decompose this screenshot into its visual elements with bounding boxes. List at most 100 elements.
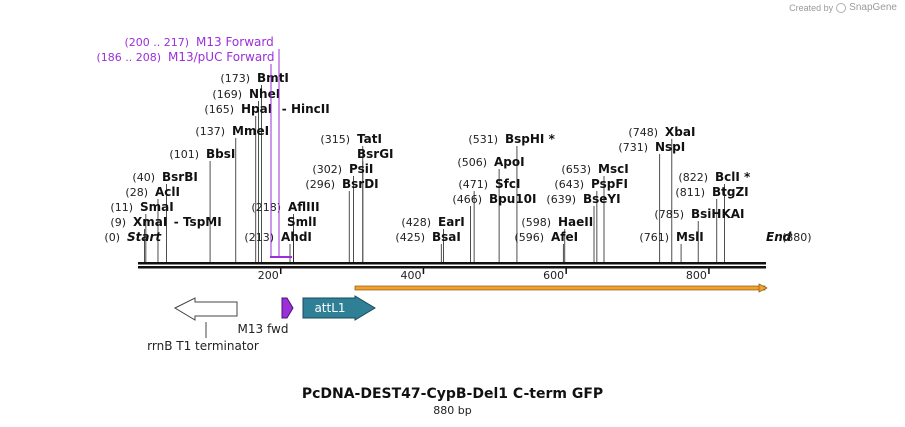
- site-name: Start: [127, 230, 162, 244]
- site-name: BmtI: [257, 71, 289, 85]
- primer-annotations: (200 .. 217)M13 Forward(186 .. 208) M13/p…: [96, 35, 292, 258]
- site-name: MscI: [598, 162, 629, 176]
- site-name: PsiI: [349, 162, 373, 176]
- snapgene-logo-icon: [836, 2, 847, 13]
- site-bsai[interactable]: (425)BsaI: [395, 230, 461, 262]
- site-position: (653): [561, 163, 591, 176]
- orf-arrowhead-icon: [758, 283, 768, 293]
- attl1-feature[interactable]: [302, 295, 376, 321]
- site-pspfi[interactable]: (643) PspFI: [554, 177, 628, 262]
- site-nhei[interactable]: (169)NheI: [212, 87, 280, 262]
- site-alt-name: - TspMI: [174, 215, 222, 229]
- primer-range: (186 .. 208): [96, 51, 161, 64]
- site-name: HpaI: [241, 102, 272, 116]
- site-ahdi[interactable]: (213) AhdI: [244, 230, 312, 262]
- site-bsihkai[interactable]: (785)BsiHKAI: [654, 207, 745, 262]
- site-position: (428): [401, 216, 431, 229]
- site-eari[interactable]: (428) EarI: [401, 215, 465, 262]
- site-position: (40): [132, 171, 155, 184]
- site-name: ApoI: [494, 155, 525, 169]
- site-name: BtgZI: [712, 185, 749, 199]
- site-name: PspFI: [591, 177, 628, 191]
- site-name: TatI: [357, 132, 382, 146]
- site-bsrbi[interactable]: (40) BsrBI: [132, 170, 198, 262]
- site-position: (506): [457, 156, 487, 169]
- site-name: AhdI: [281, 230, 312, 244]
- site-position: (596): [514, 231, 544, 244]
- site-start[interactable]: (0) Start: [104, 230, 162, 244]
- site-position: (0): [104, 231, 120, 244]
- site-end-pos[interactable]: (880): [782, 231, 812, 244]
- site-position: (639): [546, 193, 576, 206]
- site-xbai[interactable]: (748)XbaI: [628, 125, 695, 262]
- site-name: BsrDI: [342, 177, 379, 191]
- site-position: (643): [554, 178, 584, 191]
- site-position: (822): [678, 171, 708, 184]
- m13-fwd-label: M13 fwd: [238, 322, 289, 336]
- site-smli[interactable]: SmlI: [287, 215, 317, 262]
- site-name: BsrBI: [162, 170, 198, 184]
- site-acli[interactable]: (28)AclI: [125, 185, 180, 262]
- site-name: NspI: [655, 140, 685, 154]
- site-smai[interactable]: (11)SmaI: [110, 200, 174, 262]
- credit-prefix: Created by: [789, 2, 834, 13]
- credit-brand: SnapGene: [849, 2, 897, 13]
- backbone-top-strand: [138, 262, 766, 265]
- site-name: EarI: [438, 215, 465, 229]
- site-position: (213): [244, 231, 274, 244]
- site-name: MmeI: [232, 124, 269, 138]
- site-bmti[interactable]: (173)BmtI: [220, 71, 289, 262]
- site-position: (101): [169, 148, 199, 161]
- site-bsrgi[interactable]: BsrGI: [357, 147, 394, 262]
- site-xmai[interactable]: (9)XmaI- TspMI: [110, 215, 222, 262]
- site-name: BseYI: [583, 192, 621, 206]
- site-name: HaeII: [558, 215, 593, 229]
- rrnb-t1-terminator-feature[interactable]: [173, 297, 238, 321]
- site-position: (315): [320, 133, 350, 146]
- site-msli[interactable]: (761)MslI: [639, 230, 704, 262]
- site-alt-name: - HincII: [282, 102, 330, 116]
- primer-m13-forward[interactable]: (200 .. 217)M13 Forward: [124, 35, 280, 256]
- site-name: End: [766, 230, 792, 244]
- site-tati[interactable]: (315) TatI: [320, 132, 382, 262]
- site-bcli[interactable]: (822)BclI *: [678, 170, 751, 262]
- site-name: SfcI: [495, 177, 520, 191]
- site-name: BsrGI: [357, 147, 394, 161]
- primer-name: M13/pUC Forward: [168, 50, 275, 64]
- m13-fwd-feature[interactable]: [281, 297, 294, 319]
- site-position: (466): [452, 193, 482, 206]
- site-position: (761): [639, 231, 669, 244]
- site-msci[interactable]: (653) MscI: [561, 162, 629, 262]
- site-psii[interactable]: (302)PsiI: [312, 162, 373, 262]
- rrnb-t1-terminator-label: rrnB T1 terminator: [147, 339, 259, 353]
- site-position: (785): [654, 208, 684, 221]
- site-nspi[interactable]: (731)NspI: [618, 140, 685, 262]
- site-btgzi[interactable]: (811)BtgZI: [675, 185, 749, 262]
- site-position: (880): [782, 231, 812, 244]
- site-bsrdi[interactable]: (296)BsrDI: [305, 177, 379, 262]
- primer-m13-puc-forward[interactable]: (186 .. 208) M13/pUC Forward: [96, 50, 275, 256]
- site-position: (28): [125, 186, 148, 199]
- site-mmei[interactable]: (137)MmeI: [195, 124, 269, 262]
- site-end[interactable]: End: [766, 230, 792, 244]
- site-name: BbsI: [206, 147, 235, 161]
- site-haeii[interactable]: (598) HaeII: [521, 215, 593, 262]
- site-position: (598): [521, 216, 551, 229]
- site-bpu10i[interactable]: (466)Bpu10I: [452, 192, 536, 262]
- map-title: PcDNA-DEST47-CypB-Del1 C-term GFP: [301, 386, 604, 402]
- site-sfci[interactable]: (471)SfcI: [458, 177, 520, 262]
- site-bseyi[interactable]: (639) BseYI: [546, 192, 621, 262]
- site-bsphi[interactable]: (531)BspHI *: [468, 132, 556, 262]
- ruler-tick-label: 600: [543, 269, 564, 282]
- site-afei[interactable]: (596)AfeI: [514, 230, 578, 262]
- site-bbsi[interactable]: (101) BbsI: [169, 147, 235, 262]
- site-position: (218): [251, 201, 281, 214]
- site-position: (531): [468, 133, 498, 146]
- primer-range: (200 .. 217): [124, 36, 189, 49]
- site-position: (169): [212, 88, 242, 101]
- site-name: SmlI: [287, 215, 317, 229]
- site-apoi[interactable]: (506) ApoI: [457, 155, 525, 262]
- site-name: AflIII: [288, 200, 320, 214]
- site-hpai[interactable]: (165)HpaI- HincII: [204, 102, 330, 262]
